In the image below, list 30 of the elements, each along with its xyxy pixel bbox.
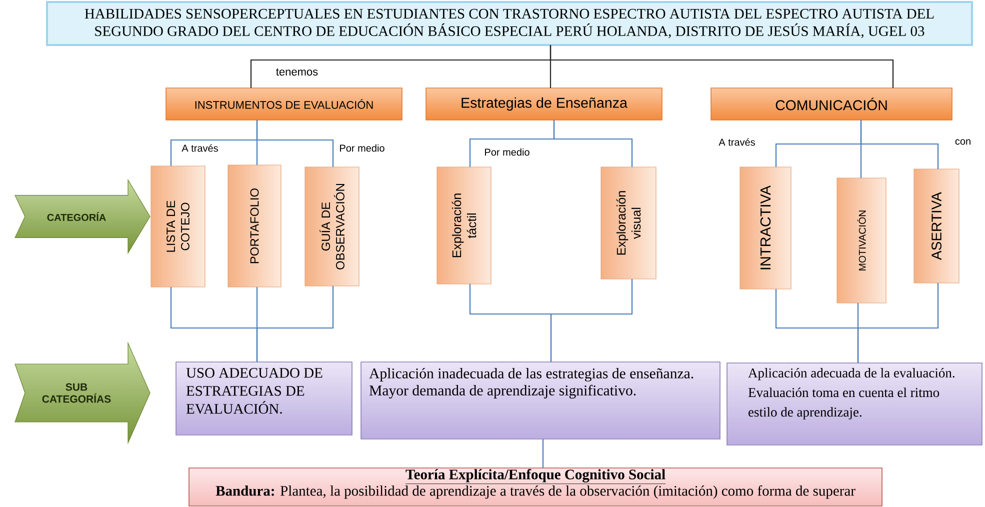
connector-line xyxy=(553,120,633,167)
connector-line xyxy=(256,120,334,167)
connector-line xyxy=(542,439,544,468)
title-box: HABILIDADES SENSOPERCEPTUALES EN ESTUDIANTES CON TRASTORNO ESPECTRO AUTISTA DEL ESPECTRO AUTISTA DEL SEGUNDO GRADO DEL CENTRO DE EDUCACIÓN BÁSICO ESPECIAL PERÚ HOLANDA, DISTRITO DE JESÚS MARÍA, UGEL 03 xyxy=(46,1,973,46)
vertical-box: GUÍA DE OBSERVACIÓN xyxy=(304,166,360,286)
connector-line xyxy=(550,45,894,88)
edge-label: tenemos xyxy=(274,67,320,77)
edge-label: con xyxy=(954,138,972,146)
edge-label: A través xyxy=(718,137,756,147)
vertical-box: LISTA DE COTEJO xyxy=(150,166,206,288)
text-box: Aplicación adecuada de la evaluación. Evaluación toma en cuenta el ritmo estilo de aprendizaje. xyxy=(726,362,982,446)
header-box: INSTRUMENTOS DE EVALUACIÓN xyxy=(166,88,402,120)
vertical-box: PORTAFOLIO xyxy=(228,164,282,288)
connector-line xyxy=(550,279,633,362)
text-box: Aplicación inadecuada de las estrategias de enseñanza. Mayor demanda de aprendizaje significativo. xyxy=(360,362,720,440)
connector-line xyxy=(256,286,334,362)
vertical-box: ASERTIVA xyxy=(914,168,960,284)
vertical-box: Exploración visual xyxy=(600,166,656,280)
edge-label: A través xyxy=(180,143,220,153)
header-box: COMUNICACIÓN xyxy=(710,88,952,120)
vertical-box: Exploración táctil xyxy=(436,166,492,284)
edge-label: Por medio xyxy=(338,143,386,153)
vertical-box: MOTIVACIÓN xyxy=(836,178,886,304)
connector-line xyxy=(860,120,939,169)
vertical-box: INTRACTIVA xyxy=(740,166,792,290)
header-box: Estrategias de Enseñanza xyxy=(426,88,662,120)
text-box: USO ADECUADO DE ESTRATEGIAS DE EVALUACIÓN. xyxy=(176,362,352,436)
theory-box: Teoría Explícita/Enfoque Cognitivo Social Bandura: Plantea, la posibilidad de aprendizaje a través de la observación (imitación) como forma de superar xyxy=(188,468,882,506)
connector-line xyxy=(857,283,939,363)
edge-label: Por medio xyxy=(483,147,531,157)
